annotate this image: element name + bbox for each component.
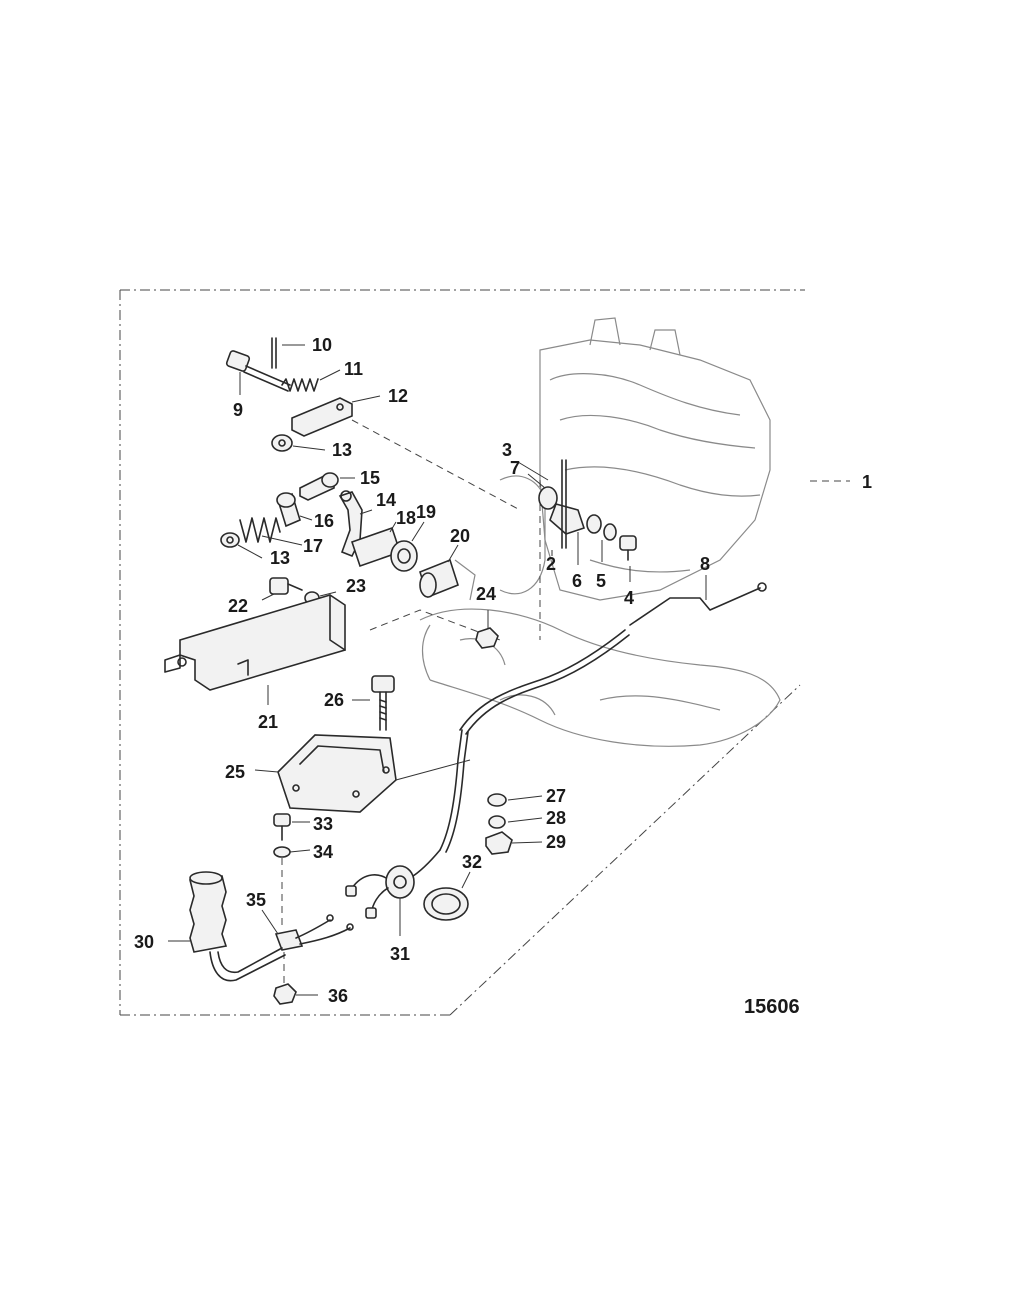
part-29-nut [485, 831, 543, 855]
callout-34: 34 [313, 842, 333, 862]
callout-12: 12 [388, 386, 408, 406]
part-19-bearing [390, 521, 425, 572]
figure-number: 15606 [744, 996, 800, 1018]
part-12-link [291, 395, 381, 437]
callout-1: 1 [862, 472, 872, 492]
assembly-centerline [351, 419, 541, 641]
callout-16: 16 [314, 511, 334, 531]
engine-block-outline [419, 317, 781, 747]
part-10-cotter-pin [271, 337, 305, 369]
callout-labels: 1 2 3 4 5 6 7 8 9 10 11 12 13 13 14 15 1… [134, 335, 872, 1006]
callout-5: 5 [596, 571, 606, 591]
part-27-washer [487, 793, 543, 807]
part-11-spring [281, 369, 341, 392]
callout-22: 22 [228, 596, 248, 616]
part-17-spring [239, 517, 303, 546]
callout-28: 28 [546, 808, 566, 828]
part-8-cable-end [629, 575, 767, 626]
callout-31: 31 [390, 944, 410, 964]
callout-4: 4 [624, 588, 634, 608]
part-26-bolt [352, 675, 395, 731]
callout-9: 9 [233, 400, 243, 420]
part-32-grommet [423, 871, 471, 921]
callout-3: 3 [502, 440, 512, 460]
callout-14: 14 [376, 490, 396, 510]
part-36-nut [273, 952, 318, 1005]
callout-21: 21 [258, 712, 278, 732]
part-13-washer-upper [271, 434, 326, 452]
callout-19: 19 [416, 502, 436, 522]
part-22-bolt [261, 577, 303, 601]
part-25-mounting-plate [254, 734, 471, 813]
part-20-sleeve [419, 544, 459, 599]
callout-20: 20 [450, 526, 470, 546]
part-30-cable-boot [168, 871, 286, 982]
part-21-bracket [164, 594, 346, 705]
callout-8: 8 [700, 554, 710, 574]
callout-18: 18 [396, 508, 416, 528]
callout-6: 6 [572, 571, 582, 591]
callout-35: 35 [246, 890, 266, 910]
callout-24: 24 [476, 584, 496, 604]
callout-11: 11 [344, 359, 363, 379]
shift-cable [409, 629, 630, 879]
callout-23: 23 [346, 576, 366, 596]
callout-27: 27 [546, 786, 566, 806]
part-9-pivot-bolt [225, 350, 291, 395]
callout-13-upper: 13 [332, 440, 352, 460]
part-31-neutral-switch [345, 865, 415, 936]
part-24-nut [475, 610, 499, 649]
callout-7: 7 [510, 458, 520, 478]
part-16-bushing [276, 492, 313, 528]
callout-29: 29 [546, 832, 566, 852]
callout-13-lower: 13 [270, 548, 290, 568]
part-13-washer-lower [220, 532, 263, 559]
callout-33: 33 [313, 814, 333, 834]
part-15-pin [299, 472, 355, 501]
part-5-washer [601, 523, 617, 562]
callout-25: 25 [225, 762, 245, 782]
callout-2: 2 [546, 554, 556, 574]
callout-36: 36 [328, 986, 348, 1006]
part-33-bolt [273, 813, 310, 841]
part-34-washer [273, 846, 311, 930]
part-28-lock-washer [488, 815, 543, 829]
callout-17: 17 [303, 536, 323, 556]
callout-26: 26 [324, 690, 344, 710]
callout-30: 30 [134, 932, 154, 952]
part-2-shift-arm [517, 459, 586, 556]
part-4-bolt [619, 535, 637, 582]
callout-32: 32 [462, 852, 482, 872]
callout-10: 10 [312, 335, 332, 355]
callout-15: 15 [360, 468, 380, 488]
part-6-washer [577, 514, 602, 565]
part-35-clamp [261, 909, 354, 951]
dashed-border [119, 289, 805, 1016]
